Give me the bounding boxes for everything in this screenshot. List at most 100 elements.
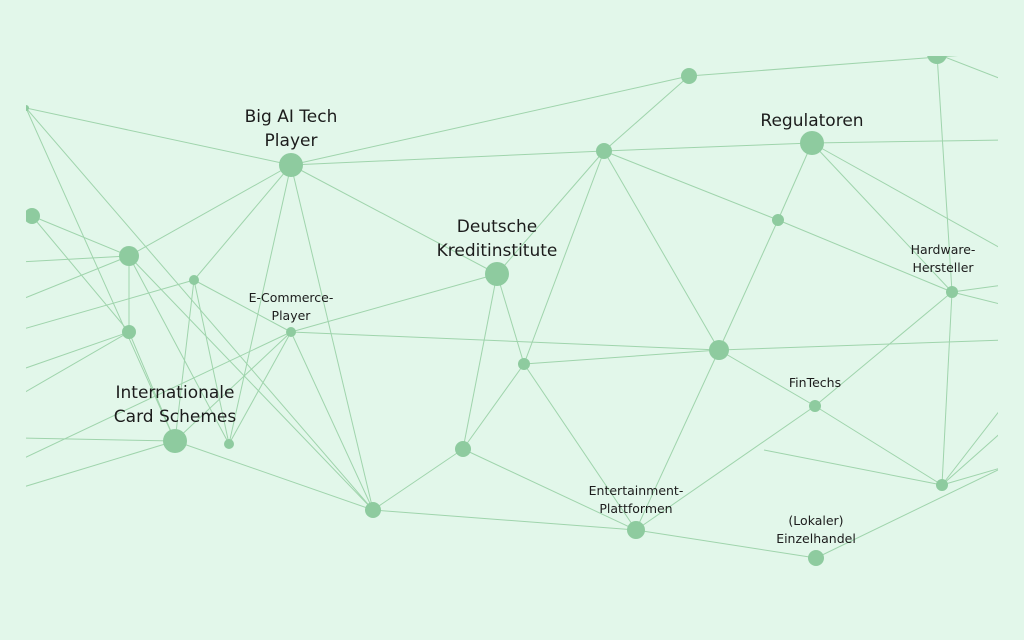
edge [718, 339, 998, 351]
node[interactable] [23, 105, 29, 111]
edge [941, 411, 998, 486]
edges [26, 56, 998, 559]
node[interactable] [286, 327, 296, 337]
edge [462, 363, 525, 450]
node[interactable] [681, 68, 697, 84]
edge [523, 150, 605, 365]
label-line: Hersteller [912, 260, 974, 275]
edge [128, 255, 374, 511]
node[interactable] [809, 400, 821, 412]
edge [603, 75, 690, 152]
edge [193, 279, 230, 445]
edge [688, 56, 959, 77]
label-line: Plattformen [599, 501, 672, 516]
edge [26, 331, 130, 393]
label-line: Regulatoren [760, 111, 863, 131]
edge [26, 107, 374, 511]
label-line: (Lokaler) [788, 513, 843, 528]
edge [174, 279, 195, 442]
edge [174, 440, 374, 511]
edge [174, 331, 292, 442]
edge [951, 291, 998, 305]
edge [193, 164, 292, 281]
edge [814, 291, 953, 407]
node[interactable] [518, 358, 530, 370]
node[interactable] [119, 246, 139, 266]
edge [496, 273, 525, 365]
edge [290, 331, 720, 351]
edge [718, 219, 779, 351]
node[interactable] [189, 275, 199, 285]
node[interactable] [627, 521, 645, 539]
edge [951, 285, 998, 293]
edge [603, 150, 779, 221]
edge [940, 56, 998, 79]
node[interactable] [279, 153, 303, 177]
edge [635, 349, 720, 531]
label-fintechs: FinTechs [789, 375, 841, 390]
edge [635, 405, 816, 531]
label-line: E-Commerce- [249, 290, 334, 305]
node[interactable] [946, 286, 958, 298]
node[interactable] [365, 502, 381, 518]
edge [372, 448, 464, 511]
edge [815, 469, 998, 559]
label-entertainment: Entertainment-Plattformen [589, 483, 684, 516]
node[interactable] [224, 439, 234, 449]
edge [26, 279, 195, 329]
edge [26, 107, 292, 166]
label-ecommerce: E-Commerce-Player [249, 290, 334, 323]
label-line: Hardware- [911, 242, 976, 257]
label-line: Card Schemes [114, 407, 237, 427]
edge [523, 363, 637, 531]
node[interactable] [163, 429, 187, 453]
edge [290, 331, 374, 511]
edge [290, 164, 498, 275]
node[interactable] [596, 143, 612, 159]
node[interactable] [709, 340, 729, 360]
edge [462, 273, 498, 450]
node[interactable] [122, 325, 136, 339]
edge [811, 142, 998, 248]
edge [228, 164, 292, 445]
edge [128, 255, 230, 445]
edge [290, 75, 690, 166]
edge [26, 255, 130, 299]
edge [26, 255, 130, 263]
edge [372, 509, 637, 531]
edge [26, 107, 176, 442]
edge [26, 331, 130, 369]
edge [128, 331, 176, 442]
edge [777, 142, 813, 221]
label-line: Internationale [116, 383, 235, 403]
label-line: Player [265, 131, 318, 151]
edge [31, 215, 130, 257]
nodes [23, 44, 958, 566]
node[interactable] [455, 441, 471, 457]
edge [763, 449, 943, 486]
label-line: FinTechs [789, 375, 841, 390]
edge [31, 215, 130, 333]
node[interactable] [808, 550, 824, 566]
node[interactable] [800, 131, 824, 155]
edge [462, 448, 637, 531]
node[interactable] [927, 44, 947, 64]
label-line: Big AI Tech [245, 107, 338, 127]
edge [603, 150, 720, 351]
edge [228, 331, 292, 445]
label-line: Deutsche [457, 217, 537, 237]
edge [193, 279, 292, 333]
label-line: Kreditinstitute [437, 241, 558, 261]
node[interactable] [24, 208, 40, 224]
node[interactable] [485, 262, 509, 286]
edge [811, 139, 998, 144]
node[interactable] [772, 214, 784, 226]
edge [941, 291, 953, 486]
edge [635, 529, 817, 559]
edge [290, 164, 374, 511]
node[interactable] [936, 479, 948, 491]
